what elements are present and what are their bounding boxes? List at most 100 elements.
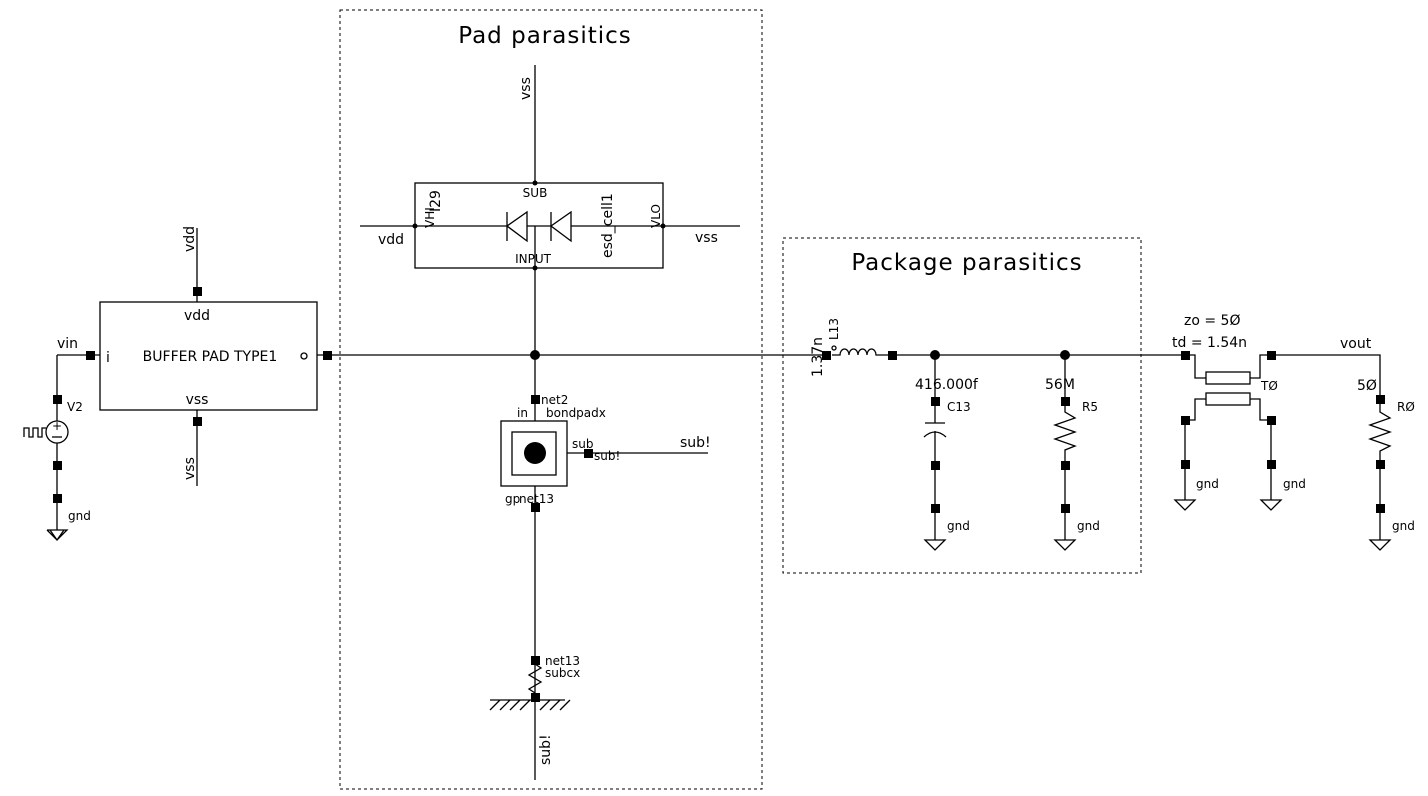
capacitor-symbol[interactable] [923,355,947,551]
pin-square[interactable] [931,504,940,513]
pin-square[interactable] [531,693,540,702]
esd-instance-name: I29 [428,190,444,212]
pin-square[interactable] [323,351,332,360]
bondpad-pin-sub: sub [572,437,593,451]
bondpad-instance[interactable]: in bondpadx sub gp [500,406,606,506]
net-vss-top-label: vss [518,77,534,100]
inductor-symbol[interactable] [832,348,1185,356]
pin-square[interactable] [531,656,540,665]
resistor-r0-gnd-label: gnd [1392,519,1415,533]
pin-square[interactable] [1181,351,1190,360]
resistor-r0-name: RØ [1397,400,1415,414]
bondpad-dot-icon [524,442,546,464]
resistor-r5-name: R5 [1082,400,1098,414]
pin-square[interactable] [1376,460,1385,469]
pin-square[interactable] [193,417,202,426]
tline-gnd2-label: gnd [1283,477,1306,491]
sub-bottom-label: sub! [538,734,554,765]
pad-parasitics-title: Pad parasitics [458,23,632,49]
source-gnd-label: gnd [68,509,91,523]
tline-td: td = 1.54n [1172,335,1247,351]
capacitor-gnd-label: gnd [947,519,970,533]
pin-square[interactable] [1267,416,1276,425]
bondpad-net-sub: sub! [594,449,620,463]
resistor-r5-value: 56M [1045,377,1075,393]
inductor-name: L13 [827,318,841,340]
esd-cell-name: esd_cell1 [600,193,616,258]
pin-square[interactable] [822,351,831,360]
esd-pin-sub: SUB [523,186,548,200]
substrate-hatch-icon [489,699,571,711]
package-parasitics-box [782,237,1142,574]
esd-cell-instance[interactable]: SUB INPUT VHI VLO I29 esd_cell1 [360,180,740,271]
buffer-pin-out-marker [300,352,308,360]
esd-net-vss: vss [695,230,718,246]
bondpad-pin-gp: gp [505,492,520,506]
junction-dot [530,350,540,360]
esd-pin-input: INPUT [515,252,552,266]
resistor-r0-symbol[interactable] [1271,354,1392,551]
diode-icon [505,210,572,243]
pin-square[interactable] [1061,504,1070,513]
pin-square[interactable] [53,395,62,404]
pin-square[interactable] [931,397,940,406]
pin-square[interactable] [531,395,540,404]
voltage-source-symbol[interactable] [45,420,69,444]
plus-sign-icon: + [52,419,62,433]
pin-square[interactable] [53,494,62,503]
transmission-line-t0[interactable] [1173,354,1283,511]
net-net2-label: net2 [541,393,568,407]
pin-square[interactable] [86,351,95,360]
tline-gnd1-label: gnd [1196,477,1219,491]
pin-square[interactable] [531,503,540,512]
buffer-name: BUFFER PAD TYPE1 [143,349,278,365]
pad-parasitics-box [339,9,763,790]
pin-square[interactable] [53,461,62,470]
tline-zo: zo = 5Ø [1184,313,1240,329]
buffer-pin-vdd: vdd [184,308,210,324]
net-net13-label: net13 [519,492,554,506]
pin-square[interactable] [1376,395,1385,404]
tline-name: TØ [1260,379,1278,393]
pin-square[interactable] [888,351,897,360]
resistor-r0-value: 5Ø [1357,378,1377,394]
capacitor-value: 416.000f [915,377,979,393]
wires-buffer [57,228,826,486]
buffer-pin-in: i [106,350,110,366]
pin-square[interactable] [193,287,202,296]
subcx-cell-name: subcx [545,666,580,680]
pin-square[interactable] [1061,397,1070,406]
esd-pin-vhi: VHI [423,207,437,228]
subcx-net-label: net13 [545,654,580,668]
net-vdd-label: vdd [182,226,198,252]
pin-square[interactable] [931,461,940,470]
net-vss-label: vss [182,457,198,480]
pin-square[interactable] [1181,416,1190,425]
resistor-r5-gnd-label: gnd [1077,519,1100,533]
capacitor-name: C13 [947,400,971,414]
subcx-resistor-icon [527,663,543,694]
esd-pin-vlo: VLO [649,204,663,228]
pin-square[interactable] [1061,461,1070,470]
source-wires [46,355,69,542]
esd-net-vdd: vdd [378,232,404,248]
bondpad-cell-name: bondpadx [546,406,606,420]
pin-square[interactable] [1181,460,1190,469]
buffer-pad-instance[interactable]: vdd BUFFER PAD TYPE1 vss i [99,301,318,411]
pin-square[interactable] [1267,351,1276,360]
package-parasitics-title: Package parasitics [851,250,1082,276]
pulse-waveform-icon [23,427,46,438]
bondpad-pin-in: in [517,406,528,420]
pin-square[interactable] [1267,460,1276,469]
resistor-r5-symbol[interactable] [1053,355,1077,551]
sub-wire-label: sub! [680,435,711,451]
pin-markers [53,287,1385,702]
inductor-value: 1.37n [810,337,826,377]
pin-square[interactable] [584,449,593,458]
source-name: V2 [67,400,83,414]
pin-square[interactable] [1376,504,1385,513]
inductor-polarity-dot [831,345,837,351]
buffer-pin-vss: vss [186,392,209,408]
net-vout-label: vout [1340,336,1372,352]
